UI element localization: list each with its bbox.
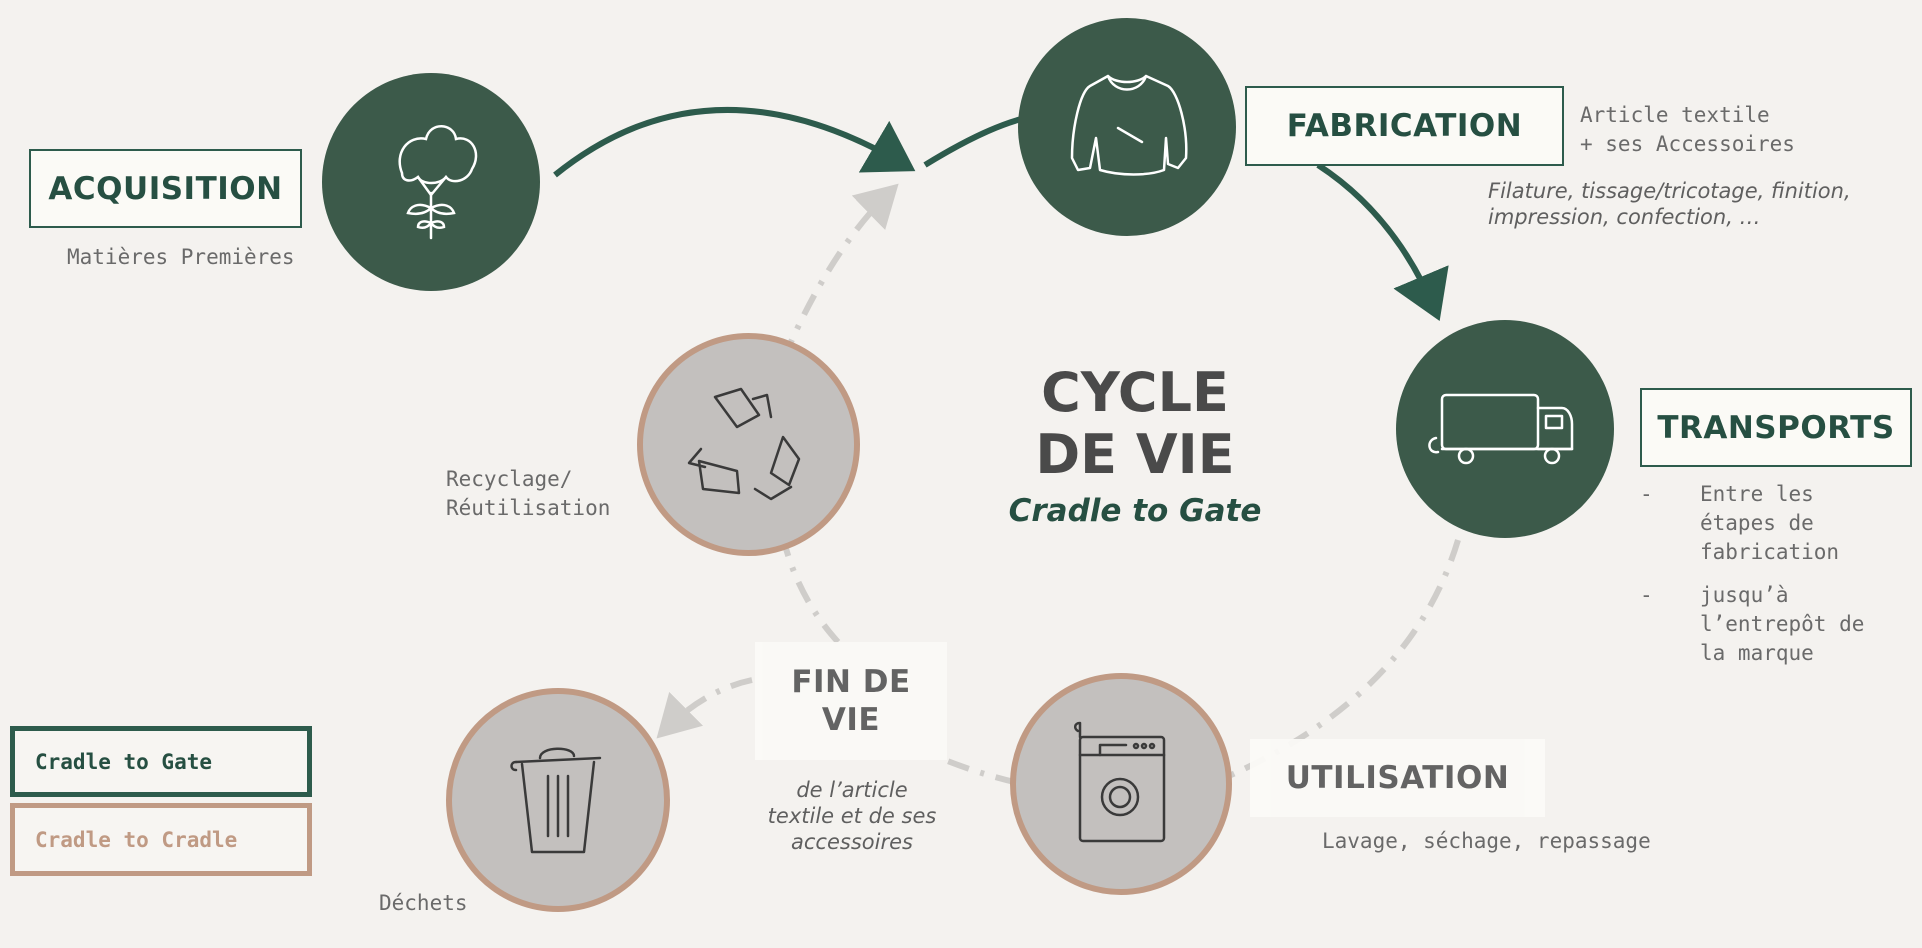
acquisition-label: ACQUISITION xyxy=(29,149,302,228)
findevie-label: FIN DE VIE xyxy=(755,642,947,760)
findevie-label-line1: FIN DE xyxy=(791,664,911,700)
fabrication-label: FABRICATION xyxy=(1245,86,1564,166)
transports-bullet2-dash: - xyxy=(1640,583,1653,607)
transports-circle xyxy=(1396,320,1614,538)
transports-label: TRANSPORTS xyxy=(1640,388,1912,467)
arrow-acquisition-to-fabrication xyxy=(553,106,916,178)
transports-bullet2-line2: l’entrepôt de xyxy=(1700,612,1865,636)
transports-bullet1-line2: étapes de xyxy=(1700,511,1814,535)
cycle-title-line1: CYCLE xyxy=(1041,361,1229,424)
fabrication-circle xyxy=(1018,18,1236,236)
cotton-plant-icon xyxy=(398,125,478,240)
recyclage-note-line1: Recyclage/ xyxy=(446,467,573,491)
transports-bullet1-line3: fabrication xyxy=(1700,540,1840,564)
cycle-title-line2: DE VIE xyxy=(1035,423,1235,486)
dechets-circle xyxy=(446,688,670,912)
legend-cradle-to-cradle: Cradle to Cradle xyxy=(10,803,312,876)
transports-bullet2-line1: jusqu’à xyxy=(1700,583,1789,607)
arrow-arc-to-fabrication xyxy=(923,115,1026,168)
fabrication-detail-line2: impression, confection, … xyxy=(1488,205,1761,229)
cycle-title: CYCLE DE VIE Cradle to Gate xyxy=(900,362,1370,536)
washing-machine-icon xyxy=(1074,721,1166,843)
trash-bin-icon xyxy=(510,747,602,854)
transports-bullet2-line3: la marque xyxy=(1700,641,1814,665)
findevie-note: de l’article textile et de ses accessoir… xyxy=(752,777,952,855)
arrow-findevie-to-dechets xyxy=(656,677,753,739)
fabrication-detail-line1: Filature, tissage/tricotage, finition, xyxy=(1488,179,1851,203)
recyclage-note-line2: Réutilisation xyxy=(446,496,611,520)
arrow-findevie-to-recyclage xyxy=(782,544,841,645)
findevie-note-line1: de l’article xyxy=(796,778,908,802)
legend-cradle-to-gate: Cradle to Gate xyxy=(10,726,312,797)
transports-bullet1-line1: Entre les xyxy=(1700,482,1814,506)
cycle-subtitle: Cradle to Gate xyxy=(1008,493,1262,529)
findevie-note-line2: textile et de ses xyxy=(767,804,937,828)
recycle-icon xyxy=(687,387,801,501)
utilisation-note: Lavage, séchage, repassage xyxy=(1322,829,1651,853)
findevie-note-line3: accessoires xyxy=(791,830,913,854)
fabrication-note-line2: + ses Accessoires xyxy=(1580,132,1795,156)
findevie-label-line2: VIE xyxy=(821,702,881,738)
utilisation-label: UTILISATION xyxy=(1250,739,1545,817)
fabrication-note-line1: Article textile xyxy=(1580,103,1770,127)
arrow-fabrication-to-transports xyxy=(1316,162,1449,322)
recyclage-circle xyxy=(637,333,860,556)
acquisition-note: Matières Premières xyxy=(67,245,295,269)
transports-bullet1-dash: - xyxy=(1640,482,1653,506)
sweater-icon xyxy=(1070,74,1188,176)
utilisation-circle xyxy=(1010,673,1232,895)
dechets-note: Déchets xyxy=(379,891,468,915)
truck-icon xyxy=(1428,393,1574,465)
arrow-recyclage-to-top xyxy=(780,183,899,362)
acquisition-circle xyxy=(322,73,540,291)
